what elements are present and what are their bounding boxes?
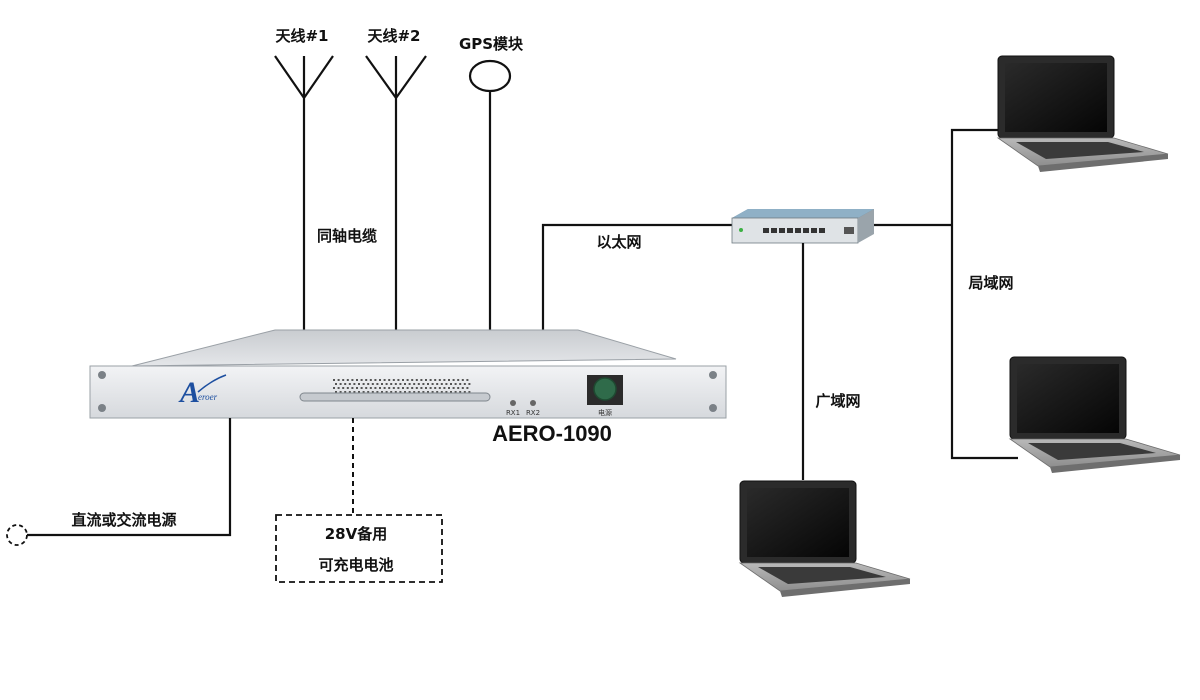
laptop-icon <box>738 480 911 597</box>
power-wire <box>26 418 232 537</box>
device-model-label: AERO-1090 <box>492 421 612 446</box>
lan-bus <box>950 128 1018 460</box>
battery-label-line2: 可充电电池 <box>318 556 393 574</box>
power-source-label: 直流或交流电源 <box>71 511 176 529</box>
laptop-icon <box>1008 356 1181 473</box>
device-top-cover <box>131 329 677 367</box>
network-switch <box>731 209 874 244</box>
rx2-port <box>530 400 536 406</box>
power-button <box>593 377 617 401</box>
device-logo: A eroer <box>178 374 227 409</box>
network-switch-icon <box>731 209 874 244</box>
ethernet-label: 以太网 <box>596 233 641 251</box>
power-button-label: 电源 <box>598 408 612 417</box>
power-plug-icon <box>6 524 28 546</box>
lan-label: 局域网 <box>967 274 1013 292</box>
svg-text:eroer: eroer <box>198 392 218 402</box>
device-vent-grill <box>333 379 471 393</box>
coax-cable-label: 同轴电缆 <box>317 227 377 245</box>
laptop-wan <box>738 480 911 597</box>
antenna-icon <box>365 55 427 330</box>
rx1-label: RX1 <box>506 409 520 417</box>
antenna-1-label: 天线#1 <box>275 27 328 45</box>
svg-text:A: A <box>178 376 200 409</box>
rx1-port <box>510 400 516 406</box>
battery-box <box>275 514 443 583</box>
gps-module: GPS模块 <box>459 35 524 330</box>
antenna-1: 天线#1 <box>274 27 334 330</box>
laptop-icon <box>996 55 1169 172</box>
rx2-label: RX2 <box>526 409 540 417</box>
wan-label: 广域网 <box>815 392 860 410</box>
rack-device: A eroer RX1 RX2 电源 AERO-1090 <box>89 329 727 446</box>
ethernet-wire <box>541 223 732 330</box>
gps-module-icon <box>468 59 512 93</box>
antenna-2-label: 天线#2 <box>367 27 420 45</box>
battery-label-line1: 28V备用 <box>325 525 387 543</box>
gps-module-label: GPS模块 <box>459 35 524 53</box>
antenna-icon <box>274 55 334 330</box>
laptop-lan-2 <box>1008 356 1181 473</box>
antenna-2: 天线#2 <box>365 27 427 330</box>
laptop-lan-1 <box>996 55 1169 172</box>
device-handle <box>299 392 491 402</box>
